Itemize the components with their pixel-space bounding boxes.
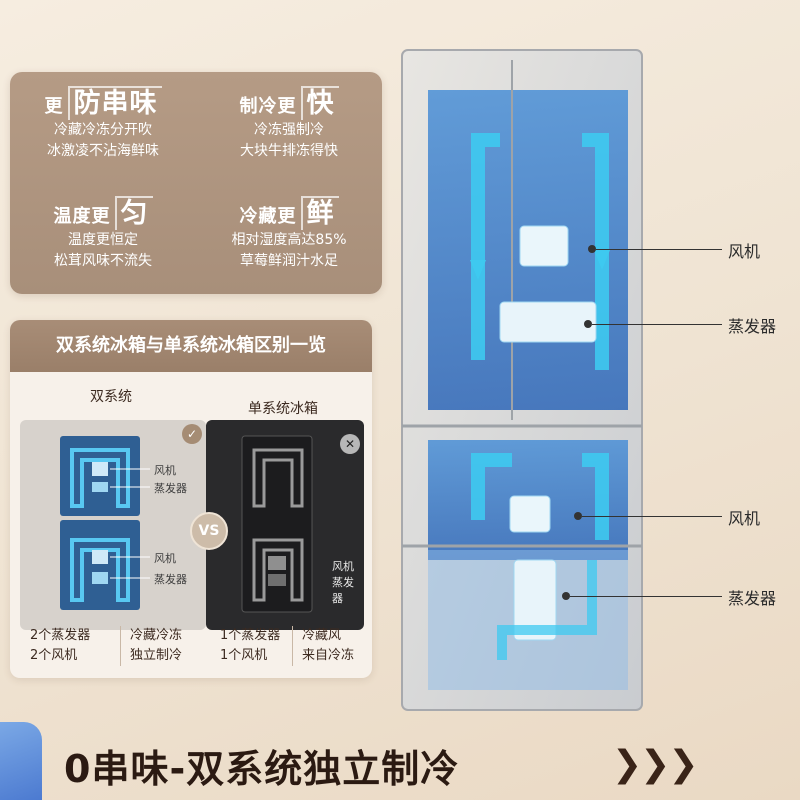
fan-icon <box>268 556 286 570</box>
fan-icon <box>92 550 108 564</box>
callout-fan-upper: 风机 <box>728 242 761 261</box>
dual-fridge-illustration <box>60 436 150 610</box>
decorative-block <box>0 722 42 800</box>
single-fan-label: 风机 <box>332 560 354 573</box>
feature-line: 大块牛排冻得快 <box>240 143 338 159</box>
feature-prefix: 更 <box>44 96 64 117</box>
feature-line: 冰激凌不沾海鲜味 <box>47 143 159 159</box>
single-cooling-mode: 冷藏风 来自冷冻 <box>302 628 355 663</box>
airflow-arrow <box>582 133 609 370</box>
airflow-arrow <box>582 453 609 540</box>
headline: 0串味-双系统独立制冷 <box>64 747 460 791</box>
feature-line: 冷冻强制冷 <box>254 122 324 138</box>
evaporator-icon <box>92 572 108 584</box>
fridge-svg <box>401 49 643 711</box>
fridge-body <box>241 435 313 613</box>
callout-evaporator-upper: 蒸发器 <box>728 317 777 336</box>
single-system-diagram: 风机 蒸发器 <box>206 420 364 630</box>
callout-dot <box>574 512 582 520</box>
single-fridge-illustration <box>241 435 313 613</box>
vs-badge: VS <box>190 512 228 550</box>
feature-line: 草莓鲜润汁水足 <box>240 253 338 269</box>
comparison-card: 双系统冰箱与单系统冰箱区别一览 双系统 单系统冰箱 风机 蒸发器 风机 蒸发器 <box>10 320 372 678</box>
callout-line <box>570 596 722 597</box>
single-system-label: 单系统冰箱 <box>248 401 318 417</box>
fan-icon <box>509 495 551 533</box>
feature-keyword: 防串味 <box>67 86 162 120</box>
feature-keyword: 快 <box>300 86 339 120</box>
airflow-arrow <box>497 560 597 660</box>
airflow-path <box>252 448 304 508</box>
evaporator-icon <box>92 482 108 492</box>
dual-system-diagram: 风机 蒸发器 风机 蒸发器 <box>20 420 206 630</box>
feature-line: 温度更恒定 <box>68 232 138 248</box>
dual-cooling-mode: 冷藏冷冻 独立制冷 <box>130 628 183 663</box>
airflow-path <box>252 538 304 602</box>
dual-evaporator-label: 蒸发器 <box>154 482 187 495</box>
dual-system-label: 双系统 <box>90 389 132 405</box>
feature-line: 冷藏冷冻分开吹 <box>54 122 152 138</box>
callout-evaporator-lower: 蒸发器 <box>728 589 777 608</box>
divider <box>292 626 293 666</box>
single-evaporator-label: 蒸发器 <box>332 576 354 605</box>
callout-dot <box>584 320 592 328</box>
callout-line <box>582 516 722 517</box>
check-icon: ✓ <box>182 424 202 444</box>
close-icon: ✕ <box>340 434 360 454</box>
dual-components: 2个蒸发器 2个风机 <box>30 628 91 663</box>
dual-fan-label: 风机 <box>154 464 176 477</box>
feature-prefix: 冷藏更 <box>239 206 297 227</box>
down-arrow-icon <box>594 250 610 270</box>
feature-line: 松茸风味不流失 <box>54 253 152 269</box>
callout-line <box>596 249 722 250</box>
feature-line: 相对湿度高达85% <box>231 232 347 248</box>
airflow-arrow <box>471 453 512 520</box>
features-panel: 更防串味 冷藏冷冻分开吹 冰激凌不沾海鲜味 制冷更快 冷冻强制冷 大块牛排冻得快… <box>10 72 382 294</box>
evaporator-icon <box>513 559 557 641</box>
evaporator-icon <box>268 574 286 586</box>
feature-fast-cooling: 制冷更快 冷冻强制冷 大块牛排冻得快 <box>196 72 382 182</box>
single-components: 1个蒸发器 1个风机 <box>220 628 281 663</box>
fridge-illustration <box>392 40 652 720</box>
feature-prefix: 制冷更 <box>239 96 297 117</box>
evaporator-icon <box>499 301 597 343</box>
callout-fan-lower: 风机 <box>728 509 761 528</box>
callout-line <box>592 324 722 325</box>
chevron-right-icon: ❯❯❯ <box>612 744 698 785</box>
feature-even-temp: 温度更匀 温度更恒定 松茸风味不流失 <box>10 182 196 292</box>
dual-fan-label: 风机 <box>154 552 176 565</box>
callout-dot <box>588 245 596 253</box>
divider <box>120 626 121 666</box>
airflow-arrow <box>471 133 500 360</box>
down-arrow-icon <box>470 260 486 280</box>
airflow-path <box>70 538 130 602</box>
fan-icon <box>92 462 108 476</box>
fan-icon <box>519 225 569 267</box>
feature-keyword: 匀 <box>114 196 153 230</box>
feature-keyword: 鲜 <box>300 196 339 230</box>
feature-prefix: 温度更 <box>53 206 111 227</box>
feature-fresh: 冷藏更鲜 相对湿度高达85% 草莓鲜润汁水足 <box>196 182 382 292</box>
comparison-title: 双系统冰箱与单系统冰箱区别一览 <box>10 320 372 372</box>
callout-dot <box>562 592 570 600</box>
dual-evaporator-label: 蒸发器 <box>154 573 187 586</box>
feature-anti-odor: 更防串味 冷藏冷冻分开吹 冰激凌不沾海鲜味 <box>10 72 196 182</box>
